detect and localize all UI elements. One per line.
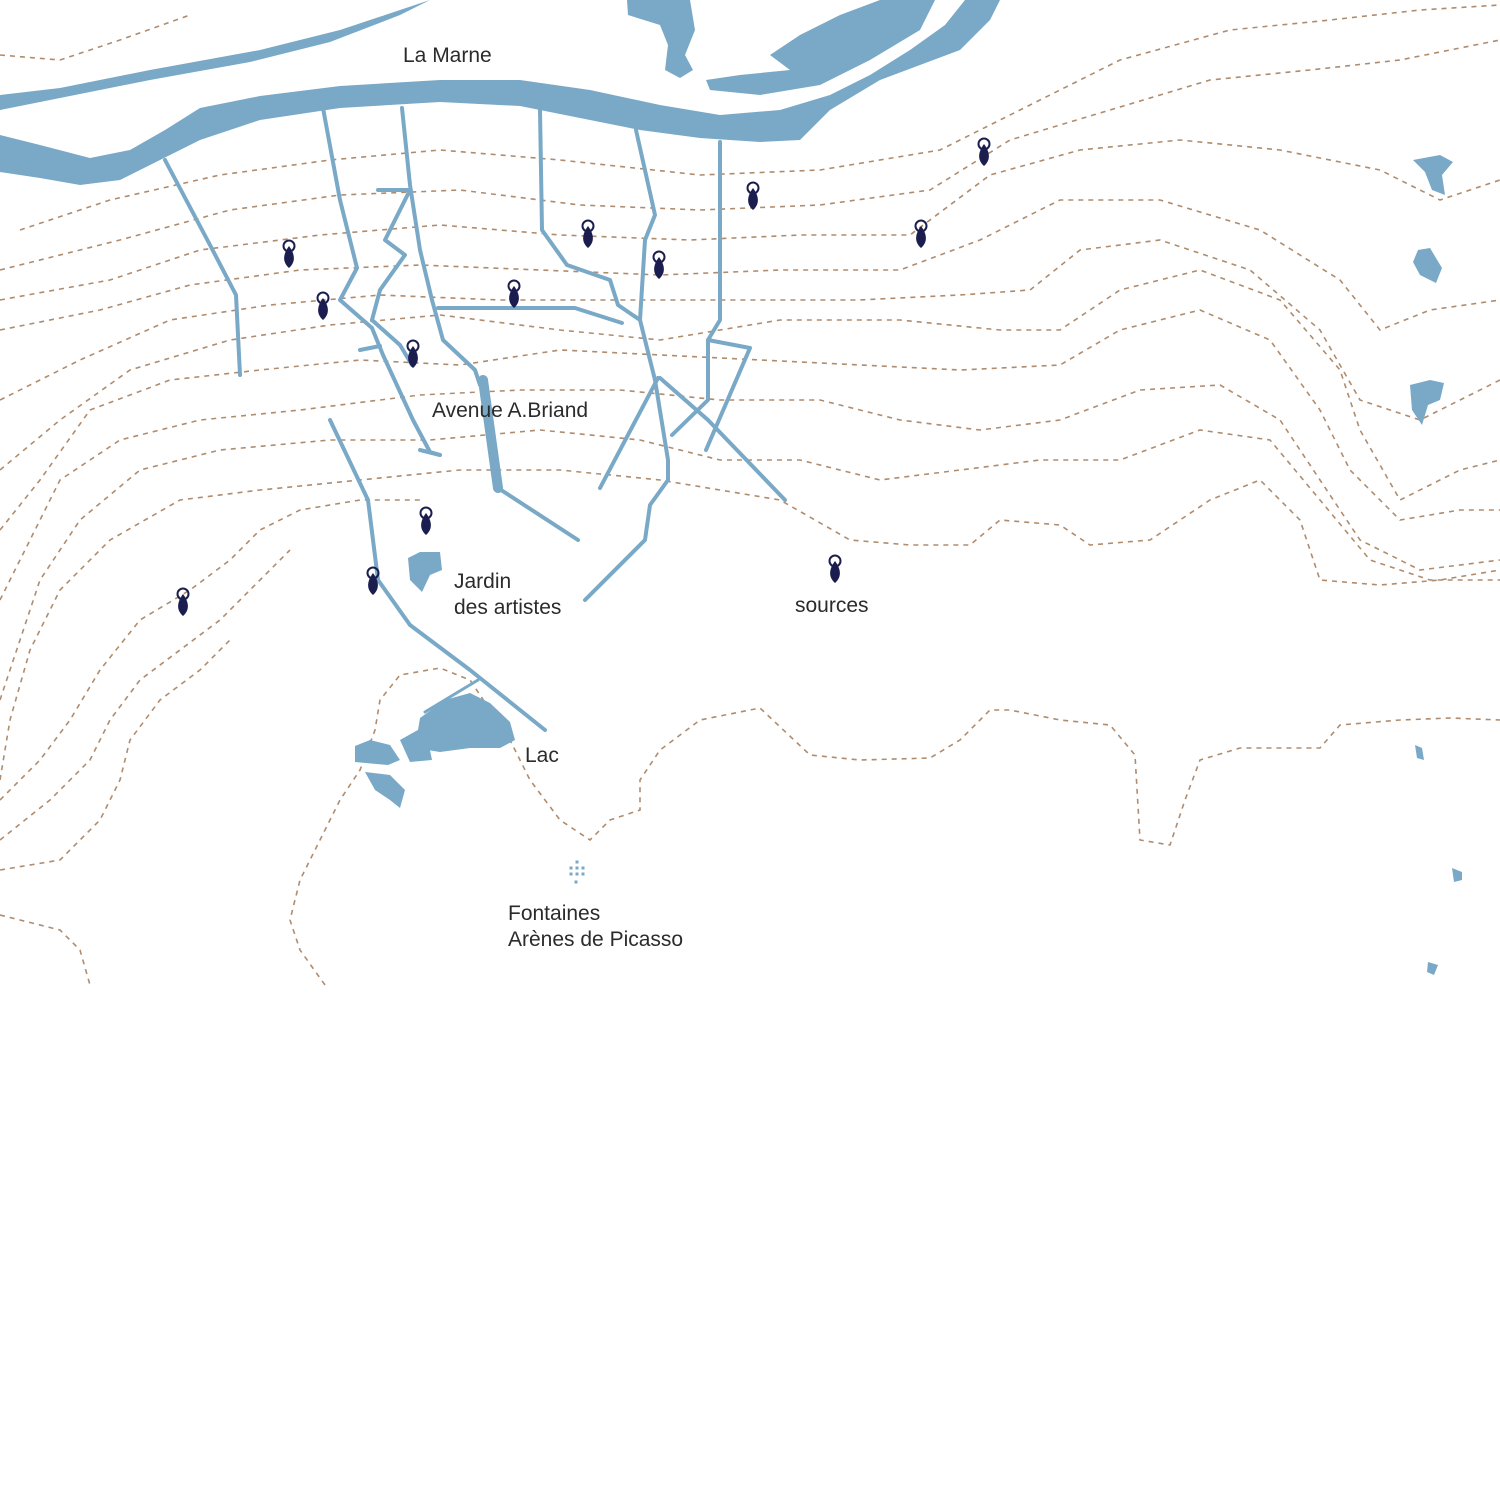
water-channel xyxy=(598,376,660,490)
river-island-branch xyxy=(627,0,695,78)
water-point-markers xyxy=(176,137,991,616)
pond xyxy=(1413,248,1442,283)
water-drop-marker-icon xyxy=(316,291,330,320)
water-channel xyxy=(423,678,480,714)
water-drop-marker-icon xyxy=(746,181,760,210)
contour-line xyxy=(0,429,1500,701)
water-drop-marker-icon xyxy=(282,239,296,268)
lac-steps xyxy=(400,726,432,762)
water-channel xyxy=(496,486,580,542)
river-island-branch xyxy=(706,0,935,95)
contour-line xyxy=(0,639,231,871)
contour-line xyxy=(0,14,191,61)
water-drop-marker-icon xyxy=(176,587,190,616)
label-text: sources xyxy=(795,594,869,617)
contour-line xyxy=(0,199,1500,331)
label-text-line-2: Arènes de Picasso xyxy=(508,928,684,951)
water-channel xyxy=(358,344,382,352)
contour-line xyxy=(19,4,1500,231)
label-jardin-des-artistes: Jardin des artistes xyxy=(454,569,561,621)
label-text: Avenue A.Briand xyxy=(432,399,589,422)
water-channel xyxy=(478,375,503,493)
water-channel xyxy=(328,418,547,732)
pond xyxy=(1452,868,1462,882)
pond xyxy=(1427,962,1438,975)
water-channel xyxy=(658,376,787,502)
water-channel xyxy=(400,106,482,387)
water-channel xyxy=(163,158,242,377)
water-channel xyxy=(670,140,722,437)
contour-line xyxy=(0,269,1500,502)
water-channel xyxy=(418,448,442,457)
lac-lake xyxy=(415,693,515,752)
water-channel xyxy=(321,106,442,457)
contour-line xyxy=(0,39,1500,271)
water-channels xyxy=(163,106,787,732)
pond xyxy=(1410,380,1444,425)
water-drop-marker-icon xyxy=(828,554,842,583)
contour-line xyxy=(0,549,291,841)
water-channel xyxy=(634,128,657,322)
label-text-line-2: des artistes xyxy=(454,596,562,619)
contour-line xyxy=(0,469,1500,781)
lac-shore-feature xyxy=(355,740,400,765)
label-fontaines-arenes-de-picasso: Fontaines Arènes de Picasso xyxy=(508,901,683,953)
water-channel xyxy=(436,306,624,325)
label-text: Lac xyxy=(525,744,559,767)
pond xyxy=(1415,745,1424,760)
contour-line xyxy=(0,384,1500,601)
contour-line xyxy=(0,309,1500,531)
label-la-marne: La Marne xyxy=(403,43,492,69)
label-sources: sources xyxy=(795,593,869,619)
contour-line xyxy=(0,499,420,801)
water-drop-marker-icon xyxy=(581,219,595,248)
pond xyxy=(1413,155,1453,195)
contour-line xyxy=(0,914,91,986)
water-channel xyxy=(370,188,414,367)
contour-line xyxy=(0,139,1500,301)
label-text: La Marne xyxy=(403,44,492,67)
contour-line xyxy=(289,667,1500,986)
label-text-line-1: Fontaines xyxy=(508,902,601,925)
contour-line xyxy=(0,239,1500,421)
water-drop-marker-icon xyxy=(914,219,928,248)
water-drop-marker-icon xyxy=(507,279,521,308)
water-drop-marker-icon xyxy=(406,339,420,368)
water-bodies xyxy=(0,0,1462,975)
water-channel xyxy=(704,338,752,452)
label-lac: Lac xyxy=(525,743,559,769)
contour-lines xyxy=(0,4,1500,986)
label-text-line-1: Jardin xyxy=(454,570,512,593)
water-drop-marker-icon xyxy=(366,566,380,595)
water-drop-marker-icon xyxy=(977,137,991,166)
lac-shore-feature xyxy=(365,772,405,808)
water-drop-marker-icon xyxy=(419,506,433,535)
water-channel xyxy=(538,108,670,602)
la-marne-river xyxy=(0,0,1000,185)
label-avenue-a-briand: Avenue A.Briand xyxy=(432,398,588,424)
water-drop-marker-icon xyxy=(652,250,666,279)
jardin-pond xyxy=(408,552,442,592)
fountain-icon xyxy=(569,860,585,884)
